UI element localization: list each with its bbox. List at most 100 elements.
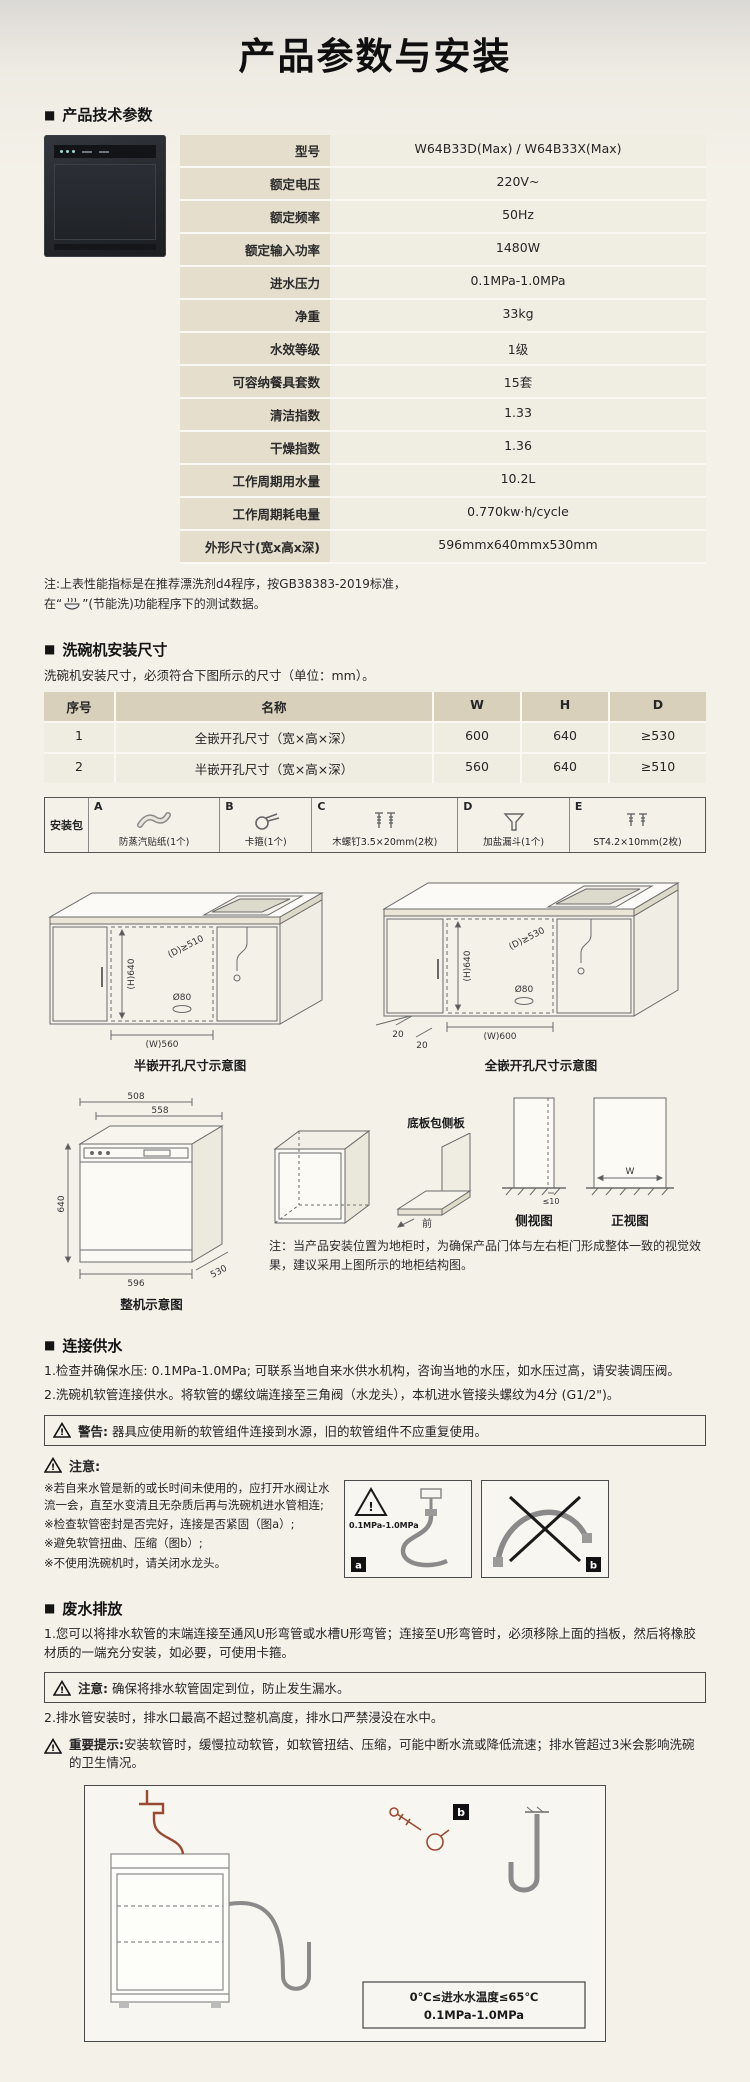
indicator-dot: [66, 150, 69, 153]
square-bullet-icon: ■: [44, 1601, 56, 1616]
spec-row: 额定频率 50Hz: [180, 201, 706, 234]
table-cell: 1: [44, 722, 114, 752]
figure-a-label: a: [355, 1560, 362, 1571]
warning-triangle-icon: !: [44, 1457, 62, 1473]
table-cell: 640: [522, 722, 608, 752]
section-title: 废水排放: [62, 1599, 123, 1618]
dim-gap2-label: 20: [416, 1041, 428, 1051]
dim-gap1-label: 20: [392, 1030, 404, 1040]
spec-value: 10.2L: [330, 465, 706, 496]
spec-row: 型号 W64B33D(Max) / W64B33X(Max): [180, 135, 706, 168]
kit-desc: 防蒸汽贴纸(1个): [118, 836, 190, 848]
diagram-caption: 正视图: [611, 1212, 649, 1228]
product-control-panel: [54, 145, 156, 158]
semi-recess-block: (H)640 (D)≥510 Ø80 (W)560 半嵌开孔尺寸示意图: [44, 883, 336, 1074]
spec-label: 额定电压: [180, 168, 330, 199]
dim-h-label: (H)640: [127, 958, 137, 989]
table-cell: ≥530: [610, 722, 706, 752]
svg-text:!: !: [51, 1744, 55, 1754]
col-header-w: W: [434, 691, 520, 721]
spec-row: 工作周期用水量 10.2L: [180, 465, 706, 498]
square-bullet-icon: ■: [44, 1338, 56, 1353]
figure-a: ! 0.1MPa-1.0MPa a: [344, 1479, 472, 1578]
notice-label: 注意:: [78, 1681, 108, 1697]
figure-b-label: b: [590, 1560, 597, 1571]
drain-notice-text: 注意: 确保将排水软管固定到位，防止发生漏水。: [78, 1678, 350, 1697]
install-size-table: 序号 名称 W H D 1 全嵌开孔尺寸（宽×高×深） 600 640 ≥530…: [44, 691, 706, 783]
warning-triangle-icon: !: [44, 1737, 62, 1754]
kit-key: C: [317, 799, 326, 813]
notice-body: ※若自来水管是新的或长时间未使用的，应打开水阀让水流一会，直至水变清且无杂质后再…: [44, 1479, 706, 1578]
warning-label: 警告:: [78, 1423, 108, 1439]
drain-illustration: b 0℃≤进水水温度≤65℃ 0.1MPa-1.0MPa: [110, 1790, 586, 2029]
square-bullet-icon: ■: [44, 107, 56, 122]
spec-label: 净重: [180, 300, 330, 331]
table-cell: 半嵌开孔尺寸（宽×高×深）: [116, 753, 432, 783]
dim-depth: 530: [209, 1263, 229, 1280]
spec-value: 0.770kw·h/cycle: [330, 498, 706, 529]
tech-spec-area: 型号 W64B33D(Max) / W64B33X(Max) 额定电压 220V…: [44, 135, 706, 564]
svg-text:!: !: [60, 1428, 64, 1438]
kit-key: B: [225, 799, 234, 813]
notice-item: ※若自来水管是新的或长时间未使用的，应打开水阀让水流一会，直至水变清且无杂质后再…: [44, 1480, 330, 1512]
board-panel-label: 底板包侧板: [407, 1115, 465, 1130]
drain-paragraph-1: 1.您可以将排水软管的末端连接至通风U形弯管或水槽U形弯管；连接至U形弯管时，必…: [44, 1625, 696, 1660]
spec-row: 水效等级 1级: [180, 333, 706, 366]
svg-text:!: !: [60, 1686, 64, 1696]
spec-row: 额定电压 220V~: [180, 168, 706, 201]
drain-illustration-box: b 0℃≤进水水温度≤65℃ 0.1MPa-1.0MPa: [84, 1785, 606, 2043]
drain-notice-box: ! 注意: 确保将排水软管固定到位，防止发生漏水。: [44, 1672, 706, 1704]
spec-value: 15套: [330, 366, 706, 397]
diagram-caption: 侧视图: [515, 1212, 553, 1228]
cabinet-structure-area: 底板包侧板 前: [269, 1092, 706, 1313]
spec-row: 可容纳餐具套数 15套: [180, 366, 706, 399]
spec-label: 可容纳餐具套数: [180, 366, 330, 397]
spec-value: W64B33D(Max) / W64B33X(Max): [330, 135, 706, 166]
spec-value: 1级: [330, 333, 706, 364]
st-screws-icon: [624, 802, 650, 838]
kit-item-c: C 木螺钉3.5×20mm(2枚): [312, 797, 459, 852]
spec-row: 干燥指数 1.36: [180, 432, 706, 465]
spec-label: 额定输入功率: [180, 234, 330, 265]
dim-h-label: (H)640: [463, 950, 473, 981]
full-recess-diagram: (H)640 (D)≥530 Ø80 (W)600 20 20: [376, 881, 680, 1051]
dim-w-label: (W)600: [483, 1032, 516, 1042]
col-header-name: 名称: [116, 691, 432, 721]
board-panel-block: 底板包侧板 前: [388, 1115, 484, 1229]
figure-b-illustration: b: [493, 1495, 601, 1572]
section-tech-specs: ■ 产品技术参数: [44, 104, 706, 125]
kit-item-e: E ST4.2×10mm(2枚): [570, 798, 705, 852]
spec-value: 220V~: [330, 168, 706, 199]
section-title: 连接供水: [62, 1336, 123, 1355]
warning-body: 器具应使用新的软管组件连接到水源，旧的软管组件不应重复使用。: [111, 1423, 487, 1439]
hose-clamp-icon: [251, 802, 281, 838]
side-view-block: ≤10 侧视图: [498, 1092, 570, 1229]
important-text: 重要提示:安装软管时，缓慢拉动软管，如软管扭结、压缩，可能中断水流或降低流速；排…: [69, 1736, 706, 1774]
notice-item: ※不使用洗碗机时，请关闭水龙头。: [44, 1555, 227, 1570]
dim-height: 640: [57, 1195, 67, 1212]
wood-screws-icon: [372, 802, 398, 838]
table-cell: 2: [44, 753, 114, 783]
salt-funnel-icon: [501, 802, 527, 838]
warning-triangle-icon: !: [53, 1679, 71, 1696]
inlet-pressure-range: 0.1MPa-1.0MPa: [424, 2008, 524, 2022]
spec-value: 50Hz: [330, 201, 706, 232]
machine-diagram: 508 558 640 596 530: [57, 1092, 229, 1289]
dim-d-label: (D)≥510: [167, 934, 206, 961]
water-paragraph-1: 1.检查并确保水压: 0.1MPa-1.0MPa; 可联系当地自来水供水机构，咨…: [44, 1362, 680, 1378]
tech-note-line1: 注:上表性能指标是在推荐漂洗剂d4程序，按GB38383-2019标准，: [44, 577, 406, 591]
notice-item: ※检查软管密封是否完好，连接是否紧固（图a）;: [44, 1517, 295, 1532]
spec-row: 清洁指数 1.33: [180, 399, 706, 432]
important-label: 重要提示:: [69, 1736, 124, 1752]
svg-text:!: !: [368, 1500, 373, 1514]
tech-note: 注:上表性能指标是在推荐漂洗剂d4程序，按GB38383-2019标准， 在“”…: [44, 574, 706, 617]
machine-block: 508 558 640 596 530 整机示意图: [44, 1092, 259, 1313]
open-cabinet-diagram: [273, 1129, 371, 1224]
semi-recess-diagram: (H)640 (D)≥510 Ø80 (W)560: [48, 891, 324, 1050]
spec-label: 进水压力: [180, 267, 330, 298]
spec-row: 外形尺寸(宽x高x深) 596mmx640mmx530mm: [180, 531, 706, 564]
board-panel-diagram: 前: [396, 1132, 472, 1229]
open-cabinet-block: [269, 1117, 374, 1229]
figure-a-pressure: 0.1MPa-1.0MPa: [349, 1521, 419, 1530]
important-note: ! 重要提示:安装软管时，缓慢拉动软管，如软管扭结、压缩，可能中断水流或降低流速…: [44, 1736, 706, 1774]
